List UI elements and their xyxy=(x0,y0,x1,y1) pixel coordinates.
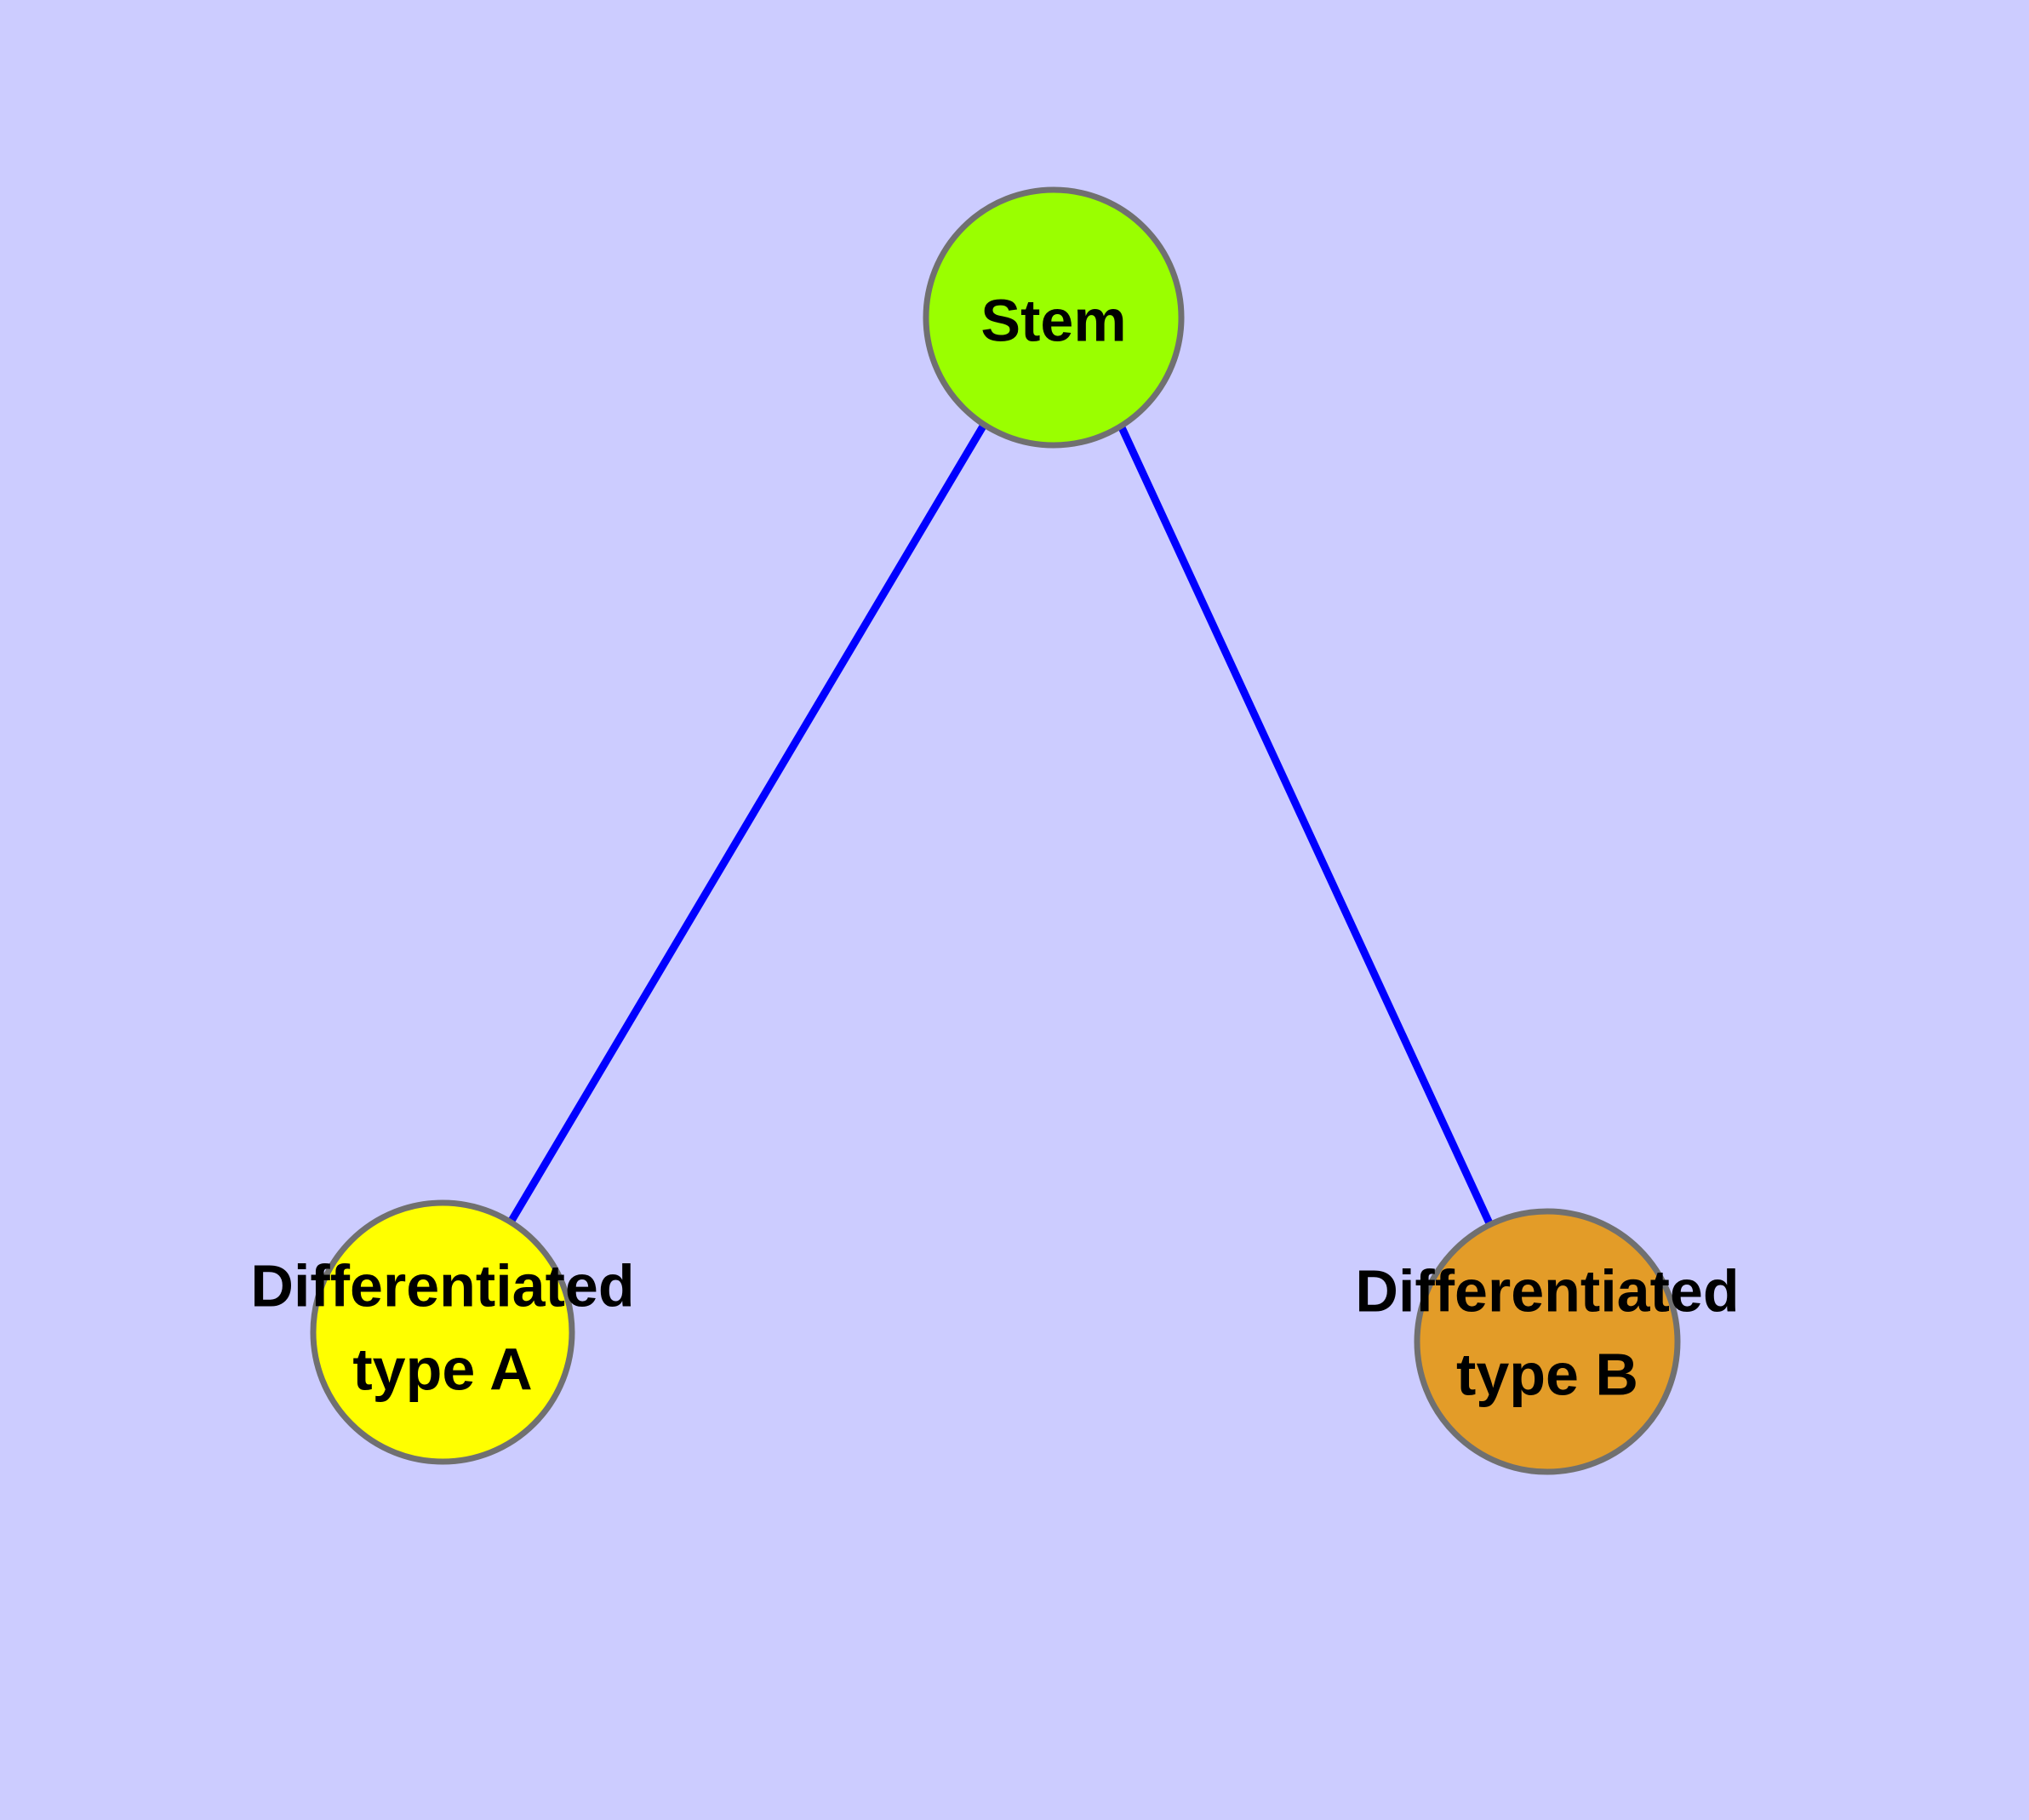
edge-group xyxy=(508,422,1494,1225)
node-diff-a-label-line1: Differentiated xyxy=(250,1252,634,1319)
edge-stem-to-diff-b[interactable] xyxy=(1117,424,1494,1225)
node-stem-label: Stem xyxy=(980,287,1126,353)
node-diff-a-label-line2: type A xyxy=(352,1336,532,1402)
node-diff-b-circle[interactable] xyxy=(1414,1208,1681,1475)
node-diff-b[interactable]: Differentiated type B xyxy=(1355,1208,1740,1475)
node-stem[interactable]: Stem xyxy=(923,186,1185,449)
node-diff-b-label-line1: Differentiated xyxy=(1355,1257,1739,1324)
node-diff-a[interactable]: Differentiated type A xyxy=(250,1199,635,1465)
edge-stem-to-diff-a[interactable] xyxy=(508,422,987,1223)
node-diff-b-label-line2: type B xyxy=(1456,1341,1638,1407)
node-diff-a-circle[interactable] xyxy=(310,1199,575,1465)
node-stem-circle[interactable] xyxy=(923,186,1185,449)
